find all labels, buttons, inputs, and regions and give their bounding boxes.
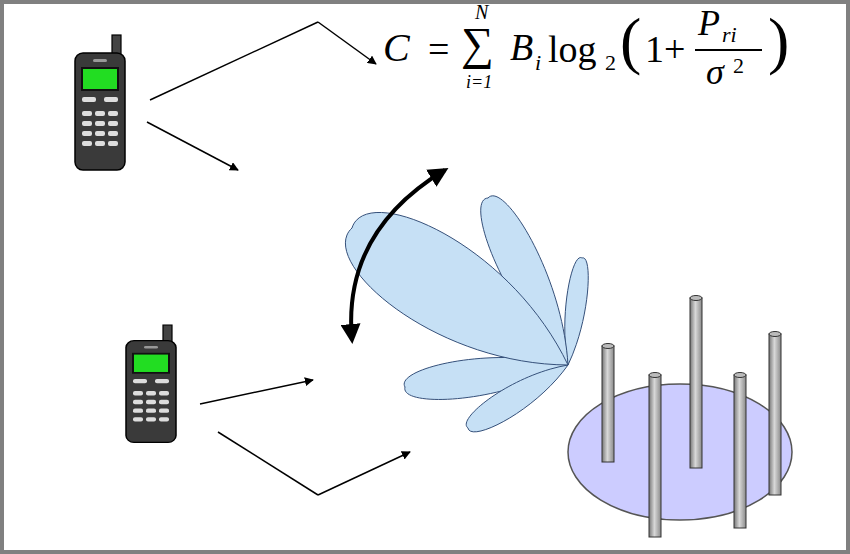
antenna-element: [690, 296, 702, 469]
formula-symbol: 1+: [645, 30, 685, 68]
mobile-phone: [75, 35, 125, 170]
formula-symbol: N: [475, 2, 488, 22]
formula-symbol: i: [535, 52, 541, 74]
formula-symbol: C: [383, 28, 410, 68]
mobile-phone: [126, 325, 176, 442]
antenna-element: [649, 373, 661, 538]
beam-lobe: [565, 258, 588, 365]
antenna-element: [602, 344, 614, 463]
formula-symbol: B: [510, 28, 533, 66]
formula-symbol: ∑: [461, 21, 494, 67]
beam-pattern: [345, 196, 588, 432]
formula-symbol: 2: [605, 52, 616, 74]
formula-symbol: ri: [722, 24, 737, 46]
formula-symbol: log: [548, 30, 597, 68]
formula-symbol: 2: [733, 55, 744, 77]
beam-lobe: [466, 365, 568, 432]
formula-symbol: (: [620, 9, 641, 73]
steering-arrow: [351, 170, 445, 340]
antenna-array: [568, 296, 792, 538]
formula-symbol: σ: [706, 54, 724, 90]
fraction-bar: [695, 49, 762, 51]
formula-symbol: i=1: [466, 73, 492, 91]
formula-symbol: =: [428, 30, 449, 68]
antenna-element: [769, 332, 781, 496]
formula-symbol: P: [698, 5, 720, 41]
formula-symbol: ): [768, 9, 789, 73]
antenna-element: [734, 373, 746, 529]
beam-lobe: [345, 212, 568, 365]
